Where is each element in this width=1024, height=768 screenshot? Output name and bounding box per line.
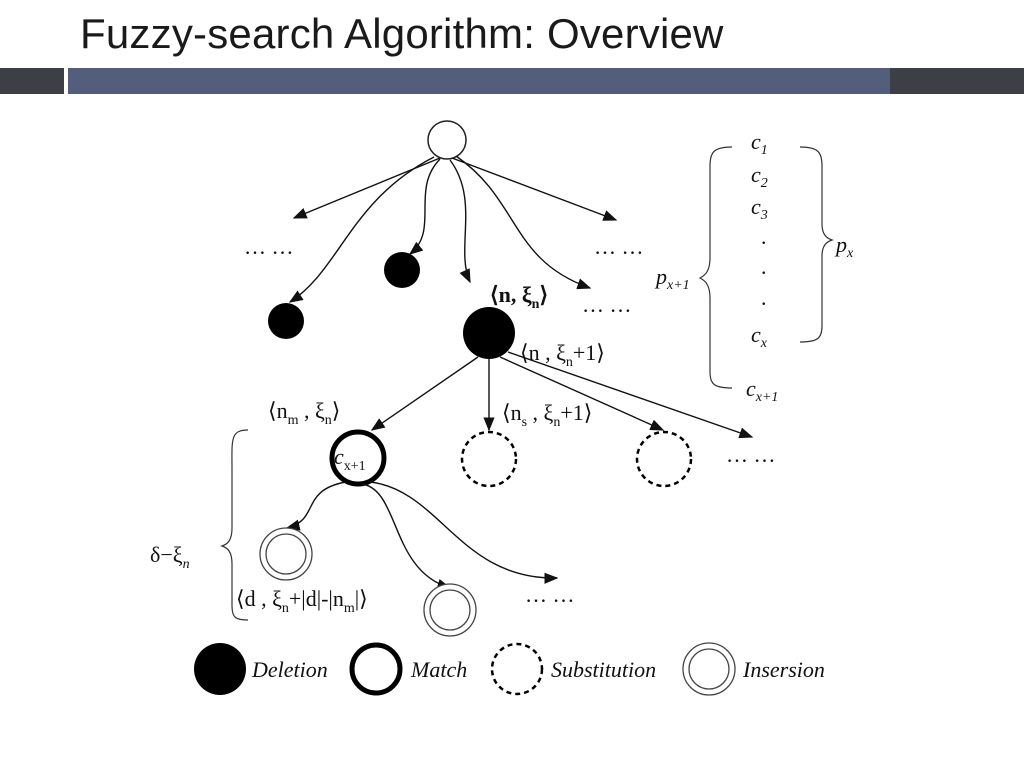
list-dot: . [761, 254, 767, 279]
label-c-x-plus-1-node: cx+1 [334, 444, 366, 474]
label-cx: cx [751, 322, 768, 351]
legend-insertion-label: Insersion [742, 657, 825, 682]
legend-insertion-symbol [682, 642, 736, 696]
label-c2: c2 [751, 162, 768, 191]
label-px-plus-1: px+1 [654, 264, 690, 293]
label-ns-xi-plus-1: ⟨ns , ξn+1⟩ [502, 400, 592, 430]
level2-edges [370, 351, 754, 439]
legend-match-symbol [349, 642, 403, 696]
label-cx-plus-1: cx+1 [746, 376, 778, 405]
fuzzy-search-tree-figure: … … … … … … ⟨n, ξn⟩ ⟨n , ξn+1⟩ ⟨nm , ξn⟩… [128, 94, 890, 724]
label-nm-xi: ⟨nm , ξn⟩ [268, 398, 340, 428]
header-bar-right-accent [890, 68, 1024, 94]
label-d-xi: ⟨d , ξn+|d|-|nm|⟩ [236, 586, 368, 616]
substitution-node [460, 430, 518, 488]
legend-deletion-symbol [194, 643, 246, 695]
root-edges [288, 155, 618, 303]
label-px: px [834, 232, 854, 261]
label-c3: c3 [751, 194, 768, 223]
substitution-node [635, 430, 693, 488]
match-node [329, 429, 387, 487]
px1-brace [698, 146, 733, 389]
legend-match-label: Match [410, 657, 467, 682]
level3-edges [285, 481, 559, 590]
tree-diagram: … … … … … … ⟨n, ξn⟩ ⟨n , ξn+1⟩ ⟨nm , ξn⟩… [150, 120, 854, 696]
deletion-node [384, 252, 420, 288]
label-c1: c1 [751, 129, 768, 158]
slide-title: Fuzzy-search Algorithm: Overview [80, 10, 724, 57]
root-node [427, 120, 467, 160]
header-bar [68, 68, 1024, 94]
insertion-node [259, 527, 313, 581]
ellipsis-level3: … … [525, 582, 575, 607]
deletion-node [268, 303, 304, 339]
legend-substitution-symbol [490, 642, 544, 696]
deletion-node-main [463, 307, 515, 359]
ellipsis-mid: … … [582, 292, 632, 317]
px-brace [799, 146, 834, 343]
delta-brace [220, 429, 249, 621]
legend-substitution-label: Substitution [551, 657, 656, 682]
ellipsis-right: … … [594, 234, 644, 259]
label-n-xi-plus-1: ⟨n , ξn+1⟩ [520, 340, 605, 370]
header-bar-left-accent [0, 68, 64, 94]
insertion-node [423, 583, 477, 637]
legend: Deletion Match Substitution Insersion [194, 642, 825, 696]
ellipsis-left: … … [244, 234, 294, 259]
character-list: c1 c2 c3 . . . cx cx+1 px px+1 [654, 129, 854, 405]
legend-deletion-label: Deletion [251, 657, 328, 682]
label-delta-xi: δ−ξn [150, 542, 190, 572]
label-n-xi: ⟨n, ξn⟩ [490, 282, 548, 312]
ellipsis-level2: … … [726, 442, 776, 467]
list-dot: . [761, 285, 767, 310]
list-dot: . [761, 224, 767, 249]
